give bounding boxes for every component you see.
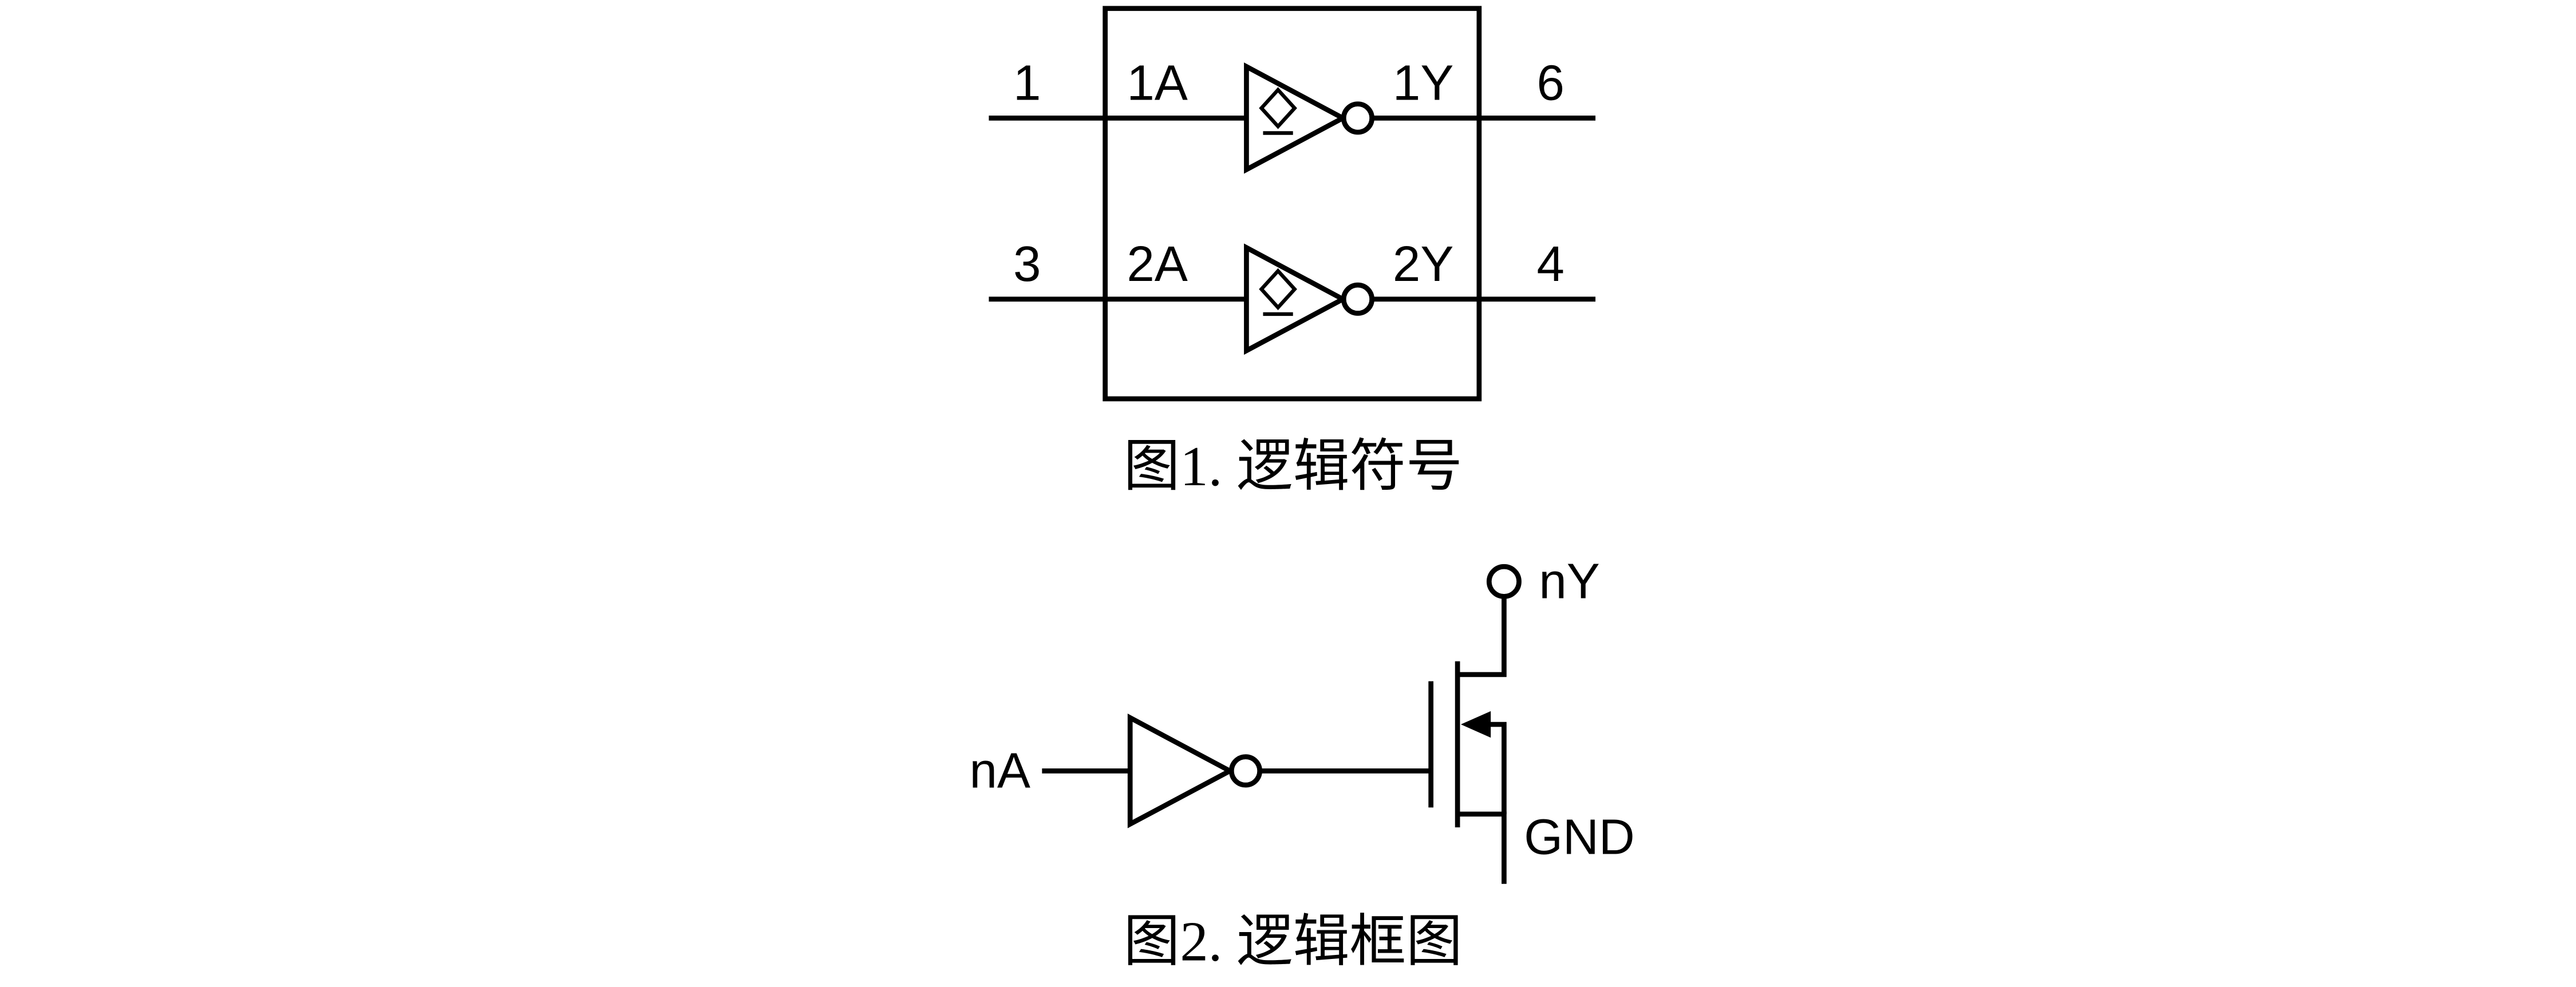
- gate2-pin-number-out: 4: [1536, 236, 1564, 292]
- gate2-pin-number-in: 3: [1013, 236, 1041, 292]
- mosfet-drain-wire: [1457, 596, 1507, 677]
- inverter-gate-2: 3 2A 2Y 4: [989, 236, 1596, 355]
- gate1-output-label: 1Y: [1393, 55, 1454, 110]
- gate1-pin-number-in: 1: [1013, 55, 1041, 110]
- gate2-open-drain-diamond-icon: [1259, 268, 1297, 311]
- mosfet-output-label: nY: [1539, 553, 1600, 609]
- figure2-logic-diagram: nA nY GND 图2. 逻辑框图: [969, 553, 1634, 973]
- mosfet-source-wire: [1457, 811, 1507, 884]
- gate1-inverter-triangle: [1244, 62, 1349, 174]
- gate2-output-label: 2Y: [1393, 236, 1454, 292]
- mosfet-body-wire: [1489, 722, 1507, 814]
- inverter2-triangle: [1127, 714, 1235, 829]
- gate1-open-drain-diamond-icon: [1259, 87, 1297, 129]
- mosfet-input-label: nA: [969, 743, 1030, 798]
- gate2-input-label: 2A: [1127, 236, 1188, 292]
- figure1-caption: 图1. 逻辑符号: [1124, 435, 1463, 498]
- ic-boundary-box: [1103, 6, 1482, 402]
- ground-label: GND: [1524, 809, 1635, 865]
- figure2-caption: 图2. 逻辑框图: [1124, 910, 1463, 973]
- gate2-inverter-triangle: [1244, 243, 1349, 355]
- gate1-pin-number-out: 6: [1536, 55, 1564, 110]
- inverter-gate-1: 1 1A 1Y 6: [989, 55, 1596, 174]
- gate1-inversion-bubble: [1341, 101, 1374, 135]
- inverter2-inversion-bubble: [1228, 754, 1262, 788]
- output-terminal-circle: [1486, 564, 1522, 599]
- gate2-inversion-bubble: [1341, 282, 1374, 316]
- figure1-logic-symbol: 1 1A 1Y 6 3 2A 2Y 4 图1. 逻辑符号: [989, 6, 1596, 498]
- mosfet-body-arrow-icon: [1460, 711, 1491, 738]
- gate1-input-label: 1A: [1127, 55, 1188, 110]
